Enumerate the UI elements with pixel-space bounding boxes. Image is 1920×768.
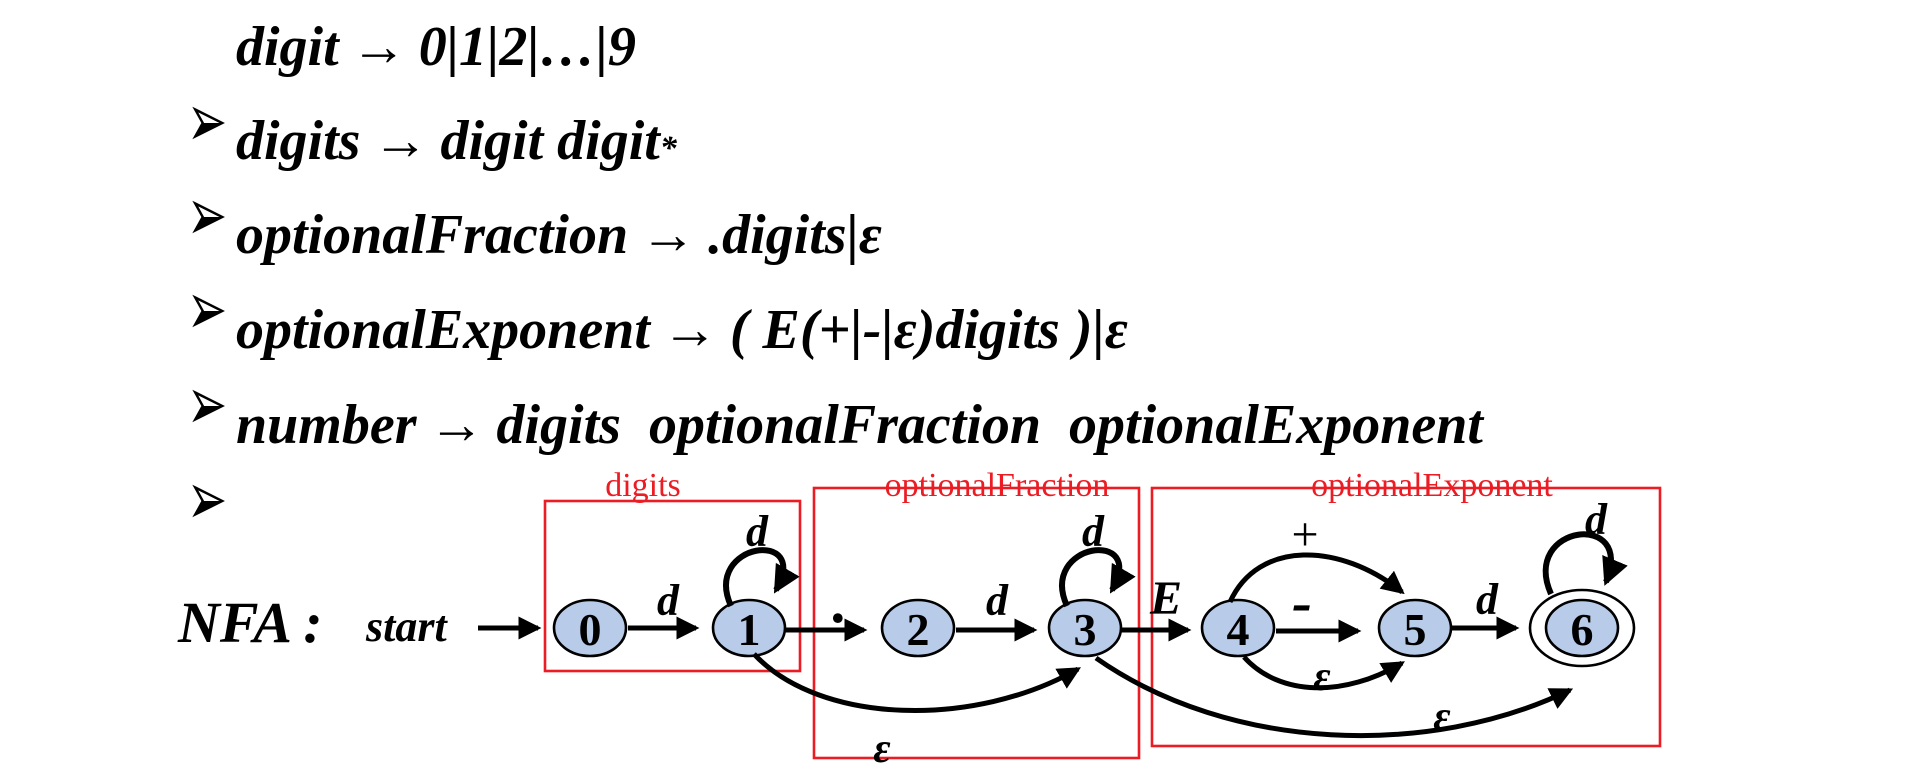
arrow-glyph: → <box>640 204 697 266</box>
state-6-label: 6 <box>1571 604 1594 655</box>
state-0-label: 0 <box>579 604 602 655</box>
state-4-label: 4 <box>1227 604 1250 655</box>
arrow-glyph: → <box>428 394 485 456</box>
label-d-loop-1: d <box>746 507 769 556</box>
rule-lhs: digits <box>236 110 361 172</box>
group-label-optionalexponent: optionalExponent <box>1311 467 1553 504</box>
group-label-optionalfraction: optionalFraction <box>885 467 1110 504</box>
transition-4-5-plus <box>1227 552 1405 604</box>
bullet-arrowhead-icon <box>106 9 226 237</box>
bullet-arrowhead-icon <box>106 197 226 425</box>
grammar-rule-optionalexponent: optionalExponent → ( E(+|-|ε)digits )|ε <box>106 292 1128 520</box>
rule-lhs: optionalExponent <box>236 299 650 361</box>
rule-lhs: number <box>236 394 417 456</box>
rule-lhs: digit <box>236 16 339 78</box>
state-1 <box>711 598 787 658</box>
label-epsilon-1-3: ε <box>873 726 890 768</box>
rule-rhs: digits optionalFraction optionalExponent <box>496 394 1483 456</box>
label-minus-4-5: - <box>1292 569 1312 635</box>
group-box-optionalfraction <box>812 486 1141 760</box>
label-plus-4-5: + <box>1291 508 1318 561</box>
transition-4-5-epsilon <box>1242 655 1405 691</box>
grammar-rule-optionalfraction: optionalFraction → .digits|ε <box>106 197 882 425</box>
grammar-rule-digits: digits → digit digit* <box>106 103 677 331</box>
start-label: start <box>365 602 448 651</box>
state-2-label: 2 <box>907 604 930 655</box>
group-box-digits <box>543 499 802 673</box>
label-d-0-1: d <box>657 576 680 625</box>
rule-rhs: digit digit <box>440 110 660 172</box>
label-epsilon-4-5: ε <box>1313 654 1330 700</box>
arrow-glyph: → <box>372 110 429 172</box>
self-loop-3 <box>1059 547 1136 608</box>
self-loop-6 <box>1542 531 1628 596</box>
state-1-label: 1 <box>738 604 761 655</box>
group-label-digits: digits <box>605 467 681 504</box>
state-5-label: 5 <box>1404 604 1427 655</box>
label-dot-1-2: . <box>833 569 848 635</box>
bullet-arrowhead-icon <box>106 387 226 615</box>
bullet-arrowhead-icon <box>106 292 226 520</box>
label-d-loop-3: d <box>1082 507 1105 556</box>
state-3 <box>1047 598 1123 658</box>
grammar-rule-number: number → digits optionalFraction optiona… <box>106 387 1483 615</box>
state-4 <box>1200 598 1276 658</box>
bullet-arrowhead-icon <box>106 103 226 331</box>
rule-rhs: .digits|ε <box>708 204 882 266</box>
label-d-2-3: d <box>986 576 1009 625</box>
label-epsilon-3-6: ε <box>1433 694 1450 740</box>
rule-lhs: optionalFraction <box>236 204 629 266</box>
rule-rhs: ( E(+|-|ε)digits )|ε <box>729 299 1128 361</box>
state-2 <box>880 598 956 658</box>
label-d-5-6: d <box>1476 575 1499 624</box>
rule-rhs: 0|1|2|…|9 <box>418 16 637 78</box>
transition-1-3-epsilon <box>752 652 1081 713</box>
arrow-glyph: → <box>350 16 407 78</box>
state-0 <box>552 598 628 658</box>
state-6 <box>1544 598 1620 658</box>
group-box-optionalexponent <box>1150 486 1662 748</box>
state-3-label: 3 <box>1074 604 1097 655</box>
grammar-rule-digit: digit → 0|1|2|…|9 <box>106 9 636 237</box>
transition-3-6-epsilon <box>1094 655 1574 739</box>
nfa-title: NFA : <box>177 590 323 655</box>
state-5 <box>1377 598 1453 658</box>
label-d-loop-6: d <box>1585 495 1608 544</box>
self-loop-1 <box>723 547 800 608</box>
label-E-3-4: E <box>1149 572 1182 625</box>
arrow-glyph: → <box>661 299 718 361</box>
